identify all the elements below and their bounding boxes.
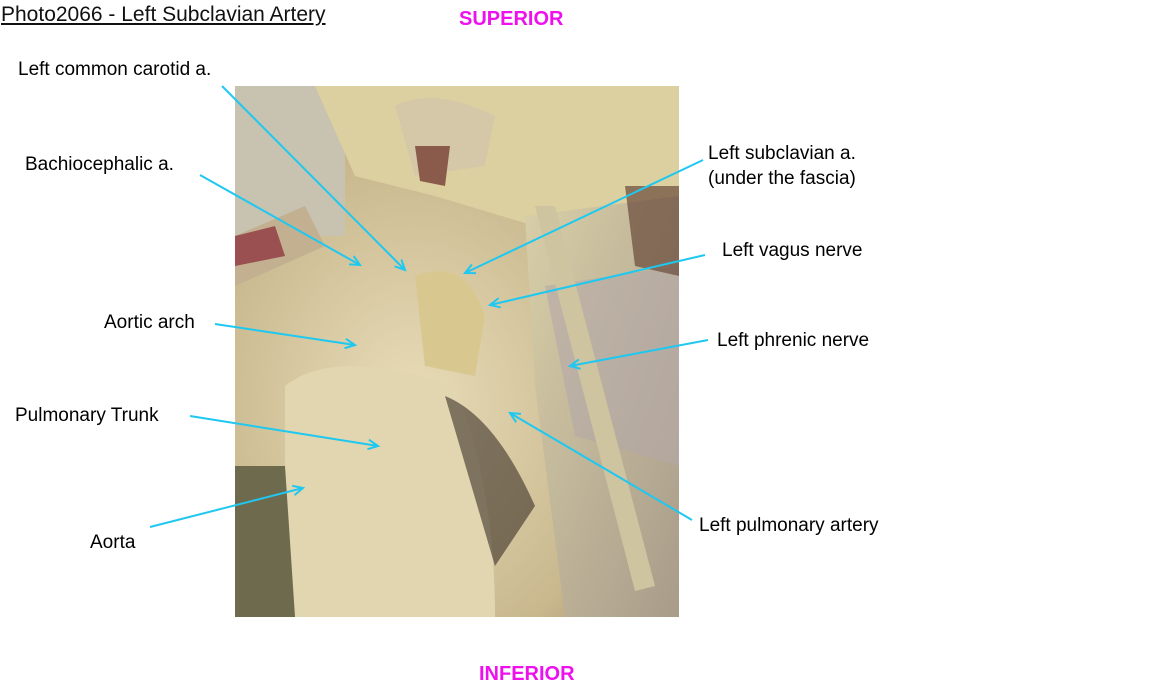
page-title: Photo2066 - Left Subclavian Artery (1, 3, 326, 26)
label-pulmonary-trunk: Pulmonary Trunk (15, 405, 159, 426)
arrow-aorta (149, 484, 306, 528)
label-left-pulmonary-artery: Left pulmonary artery (699, 515, 879, 536)
arrow-left-phrenic (567, 339, 709, 370)
arrow-pulmonary-trunk (189, 415, 381, 451)
label-brachiocephalic: Bachiocephalic a. (25, 154, 174, 175)
arrow-aortic-arch (214, 323, 358, 350)
orientation-inferior: INFERIOR (479, 663, 575, 685)
label-left-vagus: Left vagus nerve (722, 240, 863, 261)
label-aorta: Aorta (90, 532, 136, 553)
arrow-left-vagus (487, 254, 706, 309)
label-left-phrenic: Left phrenic nerve (717, 330, 870, 351)
arrow-left-pulmonary-artery (508, 411, 693, 521)
label-left-subclavian: Left subclavian a. (708, 143, 856, 164)
orientation-superior: SUPERIOR (459, 8, 564, 30)
arrow-brachiocephalic (199, 174, 363, 267)
label-left-subclavian-note: (under the fascia) (708, 168, 856, 189)
arrow-left-subclavian (462, 159, 704, 275)
label-aortic-arch: Aortic arch (104, 312, 195, 333)
label-left-common-carotid: Left common carotid a. (18, 59, 212, 80)
arrow-left-common-carotid (221, 85, 407, 272)
